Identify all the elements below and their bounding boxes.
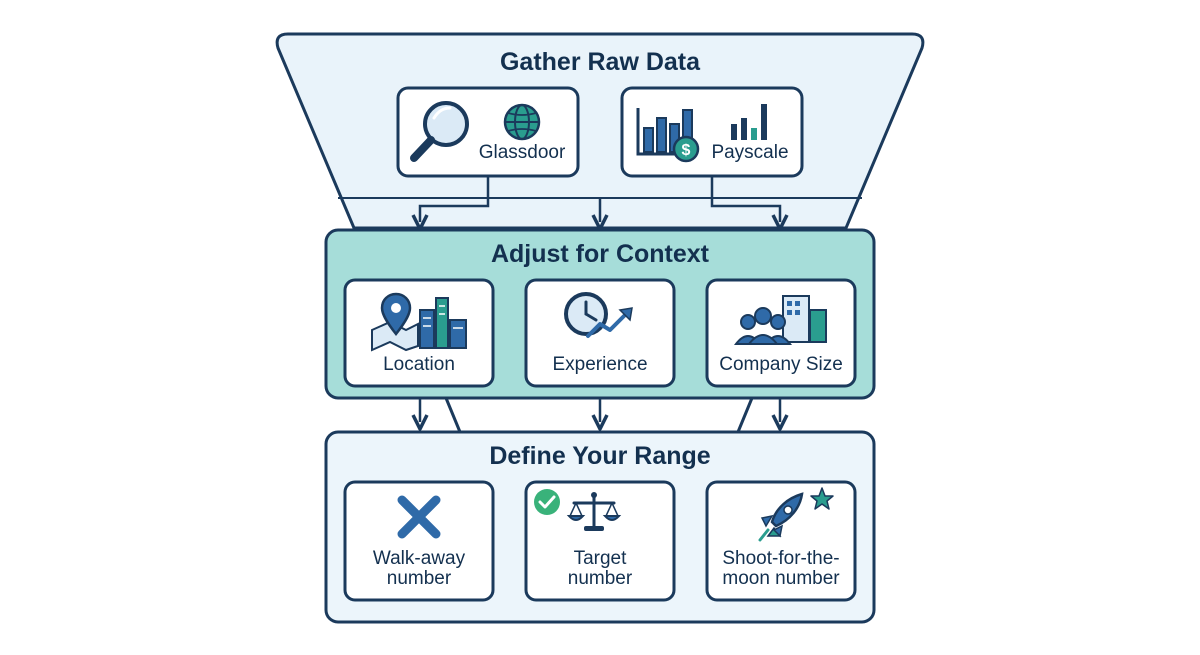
bar-chart-dollar-icon: $ [636, 108, 700, 163]
x-mark-icon [397, 495, 441, 539]
magnifier-icon [410, 101, 469, 162]
payscale-label: Payscale [711, 142, 789, 163]
arrow-payscale-to-context [710, 176, 789, 231]
location-label: Location [383, 354, 455, 375]
experience-card [524, 278, 676, 388]
moon-label-line1: Shoot-for-the- [722, 548, 840, 569]
gather-title: Gather Raw Data [499, 48, 701, 76]
clock-trend-icon [564, 292, 633, 338]
glassdoor-label: Glassdoor [478, 142, 566, 163]
walk-away-label-line1: Walk-away [372, 548, 466, 569]
globe-icon [503, 103, 541, 141]
moon-label-line2: moon number [722, 568, 840, 589]
company-size-label: Company Size [719, 354, 843, 375]
people-building-icon [733, 295, 827, 345]
rocket-icon [758, 492, 804, 542]
target-card [524, 480, 676, 602]
walk-away-card [343, 480, 495, 602]
context-title: Adjust for Context [490, 240, 710, 268]
company-size-card [705, 278, 857, 388]
check-badge-icon [534, 489, 560, 515]
svg-text:$: $ [682, 142, 691, 159]
star-icon [810, 487, 834, 510]
target-label-line2: number [567, 568, 633, 589]
experience-label: Experience [552, 354, 648, 375]
range-title: Define Your Range [489, 442, 711, 470]
bar-chart-icon [731, 104, 767, 140]
map-pin-city-icon [371, 292, 467, 352]
arrow-glassdoor-to-context [411, 176, 490, 231]
moon-card [705, 480, 857, 602]
funnel-taper [444, 397, 754, 433]
balance-scale-icon [566, 492, 622, 531]
funnel-shape [275, 32, 925, 230]
walk-away-label-line2: number [386, 568, 452, 589]
target-label-line1: Target [573, 548, 627, 569]
